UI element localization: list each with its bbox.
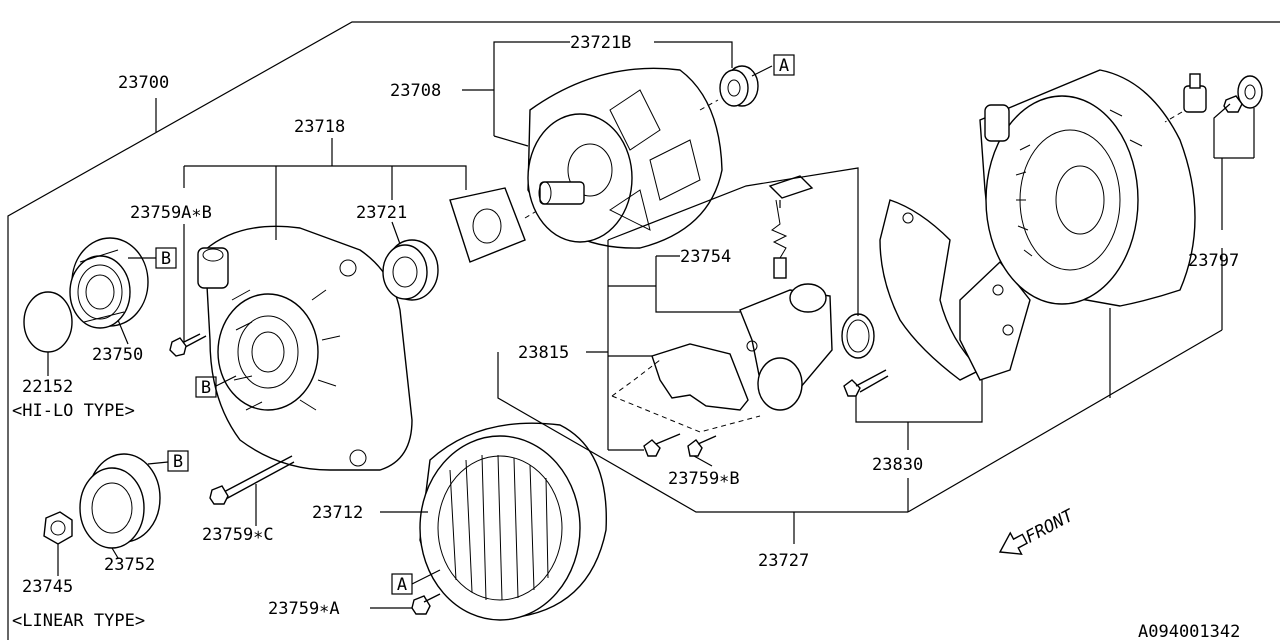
leader-lines [47,41,1255,609]
pulley-hi-lo [23,237,149,353]
regulator-bracket [611,343,761,433]
callout-b-lower: B [167,450,189,472]
label-23721b: 23721B [570,33,631,53]
label-hi-lo-type: <HI-LO TYPE> [12,401,135,421]
rectifier [879,199,1031,381]
label-23708: 23708 [390,81,441,101]
label-23745: 23745 [22,577,73,597]
front-bracket [197,225,413,471]
stator [419,422,607,621]
svg-text:B: B [161,249,171,269]
label-23700: 23700 [118,73,169,93]
rear-housing [979,69,1196,307]
label-23759b: 23759∗B [668,469,740,489]
bearing-front [382,239,439,301]
label-23759ab: 23759A∗B [130,203,212,223]
pulley-linear [43,453,161,549]
front-arrow: FRONT [998,505,1078,555]
callout-a-bottom: A [391,573,413,595]
label-23721: 23721 [356,203,407,223]
bolts [169,333,889,615]
svg-text:B: B [201,378,211,398]
callout-a-top: A [773,54,795,76]
label-23712: 23712 [312,503,363,523]
svg-text:B: B [173,452,183,472]
diagram-id: A094001342 [1138,622,1240,640]
svg-text:A: A [397,575,407,595]
label-23750: 23750 [92,345,143,365]
bearing-rear [699,65,759,111]
label-23752: 23752 [104,555,155,575]
label-23718: 23718 [294,117,345,137]
label-23759c: 23759∗C [202,525,274,545]
terminal-bolt [1164,73,1263,123]
label-23759a: 23759∗A [268,599,340,619]
front-label: FRONT [1022,505,1078,548]
brush-holder [739,175,833,411]
o-ring [841,313,875,359]
callout-b-upper: B [155,247,177,269]
frame-lines [7,21,1280,640]
label-linear-type: <LINEAR TYPE> [12,611,145,631]
label-23797: 23797 [1188,251,1239,271]
svg-text:A: A [779,56,789,76]
label-22152: 22152 [22,377,73,397]
label-23815: 23815 [518,343,569,363]
label-23830: 23830 [872,455,923,475]
label-23727: 23727 [758,551,809,571]
callout-b-mid: B [195,376,217,398]
retainer-plate [449,187,546,263]
rotor [527,67,723,249]
label-23754: 23754 [680,247,731,267]
